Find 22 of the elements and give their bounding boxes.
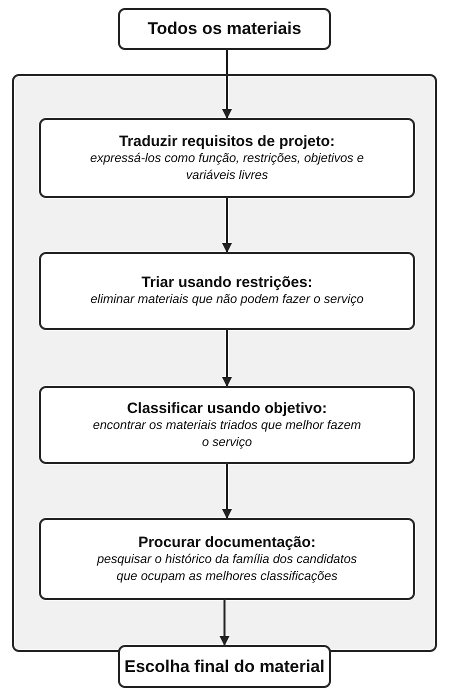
process-box: [39, 118, 415, 198]
process-box: [118, 8, 331, 50]
step-heading: Classificar usando objetivo:: [126, 400, 328, 418]
process-box: [39, 252, 415, 330]
arrow: [220, 600, 230, 646]
arrow: [222, 330, 232, 387]
step-heading: Todos os materiais: [148, 19, 302, 39]
arrow: [222, 50, 232, 119]
process-box: [39, 386, 415, 464]
step-description: expressá-los como função, restrições, objetivos e variáveis livres: [90, 150, 364, 183]
step-description: encontrar os materiais triados que melhor fazem o serviço: [92, 417, 362, 450]
process-box: [39, 518, 415, 600]
step-heading: Traduzir requisitos de projeto:: [119, 133, 335, 150]
step-heading: Triar usando restrições:: [142, 274, 312, 292]
arrow: [222, 464, 232, 519]
process-box: [118, 645, 331, 688]
step-description: pesquisar o histórico da família dos candidatos que ocupam as melhores classificações: [96, 551, 358, 584]
step-description: eliminar materiais que não podem fazer o serviço: [90, 291, 364, 308]
arrow: [222, 198, 232, 253]
step-heading: Escolha final do material: [124, 656, 325, 676]
panel-background: [12, 74, 437, 652]
step-heading: Procurar documentação:: [138, 534, 316, 552]
